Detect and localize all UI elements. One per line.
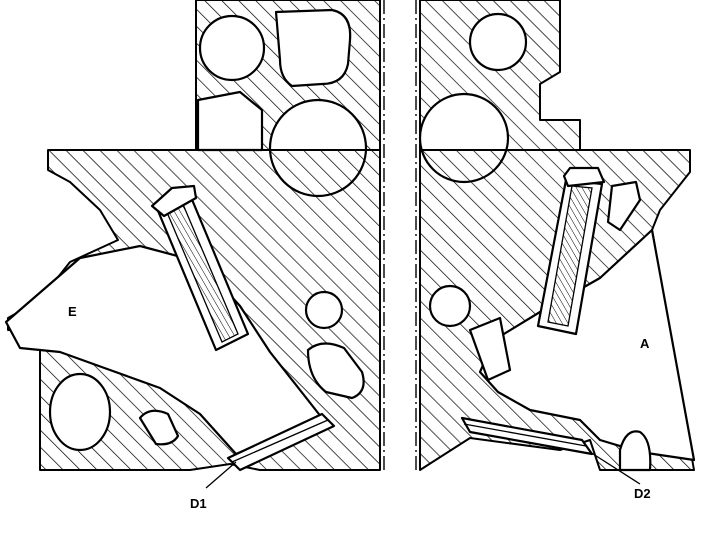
right-lower-hole <box>618 430 652 472</box>
left-upper-cavity <box>274 8 352 88</box>
right-coolant-hole <box>428 284 472 328</box>
left-coolant-hole <box>304 290 344 330</box>
left-lower-bore <box>48 372 112 452</box>
left-valve-guide <box>150 184 250 352</box>
left-coolant-passage <box>306 342 365 400</box>
label-intake-port: A <box>640 336 650 351</box>
leader-d1 <box>205 461 237 489</box>
right-valve-guide <box>536 166 606 336</box>
label-intake-valve-seat: D2 <box>634 486 651 501</box>
left-half-section <box>4 0 385 472</box>
right-half-section <box>415 0 696 472</box>
right-upper-bore <box>468 12 528 72</box>
left-upper-bore <box>198 14 266 82</box>
left-oil-gallery <box>196 90 264 152</box>
callouts: E A D1 D2 <box>68 304 651 511</box>
leader-d2 <box>589 451 641 485</box>
exhaust-valve-seat-ring <box>226 412 336 472</box>
left-lower-slot <box>138 409 180 446</box>
label-exhaust-valve-seat: D1 <box>190 496 207 511</box>
right-side-passage <box>468 316 512 382</box>
label-exhaust-port: E <box>68 304 77 319</box>
right-side-slot <box>606 180 642 232</box>
